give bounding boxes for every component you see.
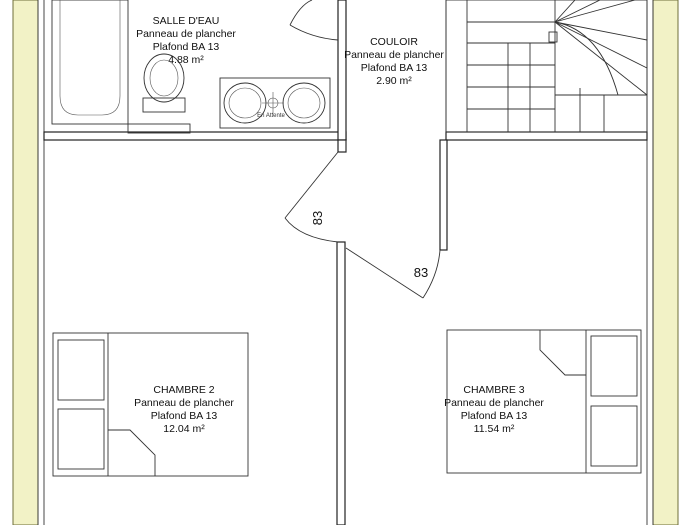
svg-text:Plafond BA 13: Plafond BA 13 [361,62,428,74]
wall-horizontal-right [445,131,648,141]
room-label-chambre3: CHAMBRE 3 Panneau de plancher Plafond BA… [444,384,544,435]
wall-corridor-left [337,139,347,153]
double-vanity: En Attente [219,77,331,129]
door-chambre3: 83 [345,247,441,299]
room-label-couloir: COULOIR Panneau de plancher Plafond BA 1… [344,36,444,87]
towel-radiator [127,123,191,134]
svg-text:Panneau de plancher: Panneau de plancher [136,28,236,40]
svg-text:CHAMBRE 3: CHAMBRE 3 [463,384,524,396]
door-width-chambre2: 83 [310,211,325,225]
staircase [445,0,648,133]
door-width-chambre3: 83 [414,265,428,280]
svg-text:Panneau de plancher: Panneau de plancher [444,397,544,409]
bathroom-door [289,0,339,41]
bathtub [51,0,129,125]
svg-text:Panneau de plancher: Panneau de plancher [344,49,444,61]
svg-text:Plafond BA 13: Plafond BA 13 [151,410,218,422]
bed-chambre3 [446,329,642,474]
insulation-wall-left [12,0,39,525]
wall-bedrooms-divider [336,241,346,525]
door-chambre2: 83 [284,151,339,243]
svg-text:Panneau de plancher: Panneau de plancher [134,397,234,409]
svg-text:Plafond BA 13: Plafond BA 13 [461,410,528,422]
insulation-wall-right [652,0,679,525]
svg-text:Plafond BA 13: Plafond BA 13 [153,41,220,53]
room-label-salle-eau: SALLE D'EAU Panneau de plancher Plafond … [136,15,236,66]
wall-bathroom-corridor [337,0,347,141]
svg-text:4.88 m²: 4.88 m² [168,54,204,66]
svg-text:COULOIR: COULOIR [370,36,418,48]
toilet [142,53,186,113]
svg-text:11.54 m²: 11.54 m² [474,423,515,435]
svg-text:CHAMBRE 2: CHAMBRE 2 [153,384,214,396]
wall-horizontal-left [43,131,347,141]
svg-text:2.90 m²: 2.90 m² [376,75,412,87]
wall-corridor-right [439,139,448,251]
svg-text:SALLE D'EAU: SALLE D'EAU [153,15,220,27]
room-label-chambre2: CHAMBRE 2 Panneau de plancher Plafond BA… [134,384,234,435]
vanity-label: En Attente [257,113,285,119]
svg-text:12.04 m²: 12.04 m² [163,423,205,435]
bed-chambre2 [52,332,249,477]
